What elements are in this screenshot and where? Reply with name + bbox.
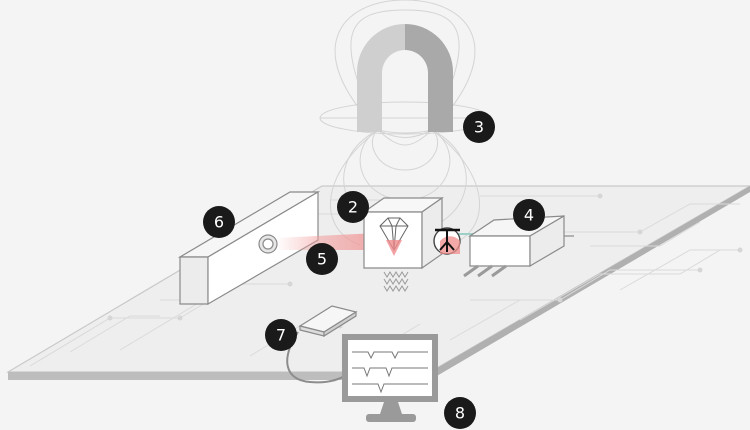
badge-label: 3	[474, 118, 484, 137]
microwave-chip	[298, 305, 358, 338]
badge-laser-source: 6	[203, 206, 235, 238]
badge-label: 6	[214, 213, 224, 232]
badge-label: 5	[317, 250, 327, 269]
badge-diamond-sensor: 2	[337, 191, 369, 223]
badge-monitor: 8	[444, 397, 476, 429]
badge-laser-beam: 5	[306, 243, 338, 275]
badge-microwave-chip: 7	[265, 319, 297, 351]
badge-label: 2	[348, 198, 358, 217]
badge-label: 4	[524, 206, 534, 225]
badge-label: 8	[455, 404, 465, 423]
odmr-traces	[352, 351, 428, 394]
laser-source-block	[177, 190, 321, 306]
monitor	[342, 334, 438, 422]
pcb-traces	[29, 195, 740, 367]
horseshoe-magnet	[357, 24, 453, 132]
photodetector	[433, 227, 474, 255]
badge-detector-module: 4	[513, 199, 545, 231]
module-pins	[463, 264, 507, 278]
badge-magnet: 3	[463, 111, 495, 143]
microwave-signal	[383, 271, 409, 292]
diamond-cube	[362, 196, 444, 270]
badge-label: 7	[276, 326, 286, 345]
monitor-stand	[380, 402, 402, 414]
monitor-base	[366, 414, 416, 422]
